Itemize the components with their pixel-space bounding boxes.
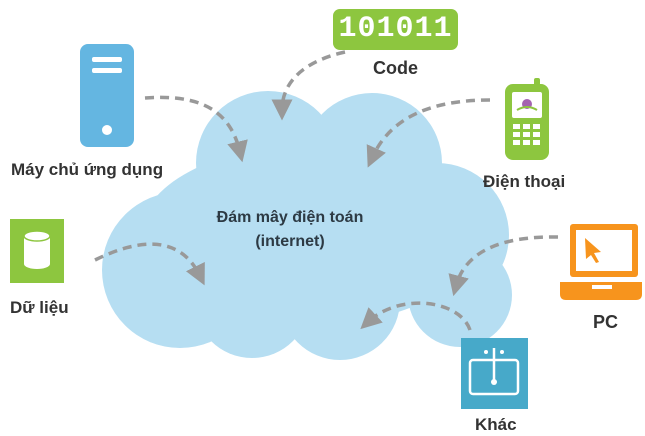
device-icon	[461, 338, 528, 409]
other-label: Khác	[475, 415, 517, 434]
database-icon	[10, 219, 64, 283]
laptop-icon	[560, 224, 642, 300]
code-label: Code	[373, 58, 418, 78]
app-server-label: Máy chủ ứng dụng	[11, 160, 164, 179]
server-icon	[80, 44, 134, 147]
cloud-title-line2: (internet)	[255, 233, 325, 250]
cloud-shape	[102, 91, 512, 360]
arrow-from-pc	[448, 235, 559, 297]
arrow-from-phone	[366, 98, 491, 168]
arrow-from-server	[144, 95, 248, 163]
binary-code-icon: 101011	[333, 9, 458, 50]
connector-arrows	[94, 50, 559, 331]
data-label: Dữ liệu	[10, 298, 69, 317]
arrow-from-data	[94, 242, 205, 286]
mobile-phone-icon	[505, 78, 549, 160]
arrow-from-other	[360, 301, 472, 331]
phone-label: Điện thoại	[483, 172, 566, 191]
pc-label: PC	[593, 312, 619, 332]
cloud-title: Đám mây điện toán (internet)	[190, 206, 390, 254]
cloud-title-line1: Đám mây điện toán	[216, 209, 364, 226]
